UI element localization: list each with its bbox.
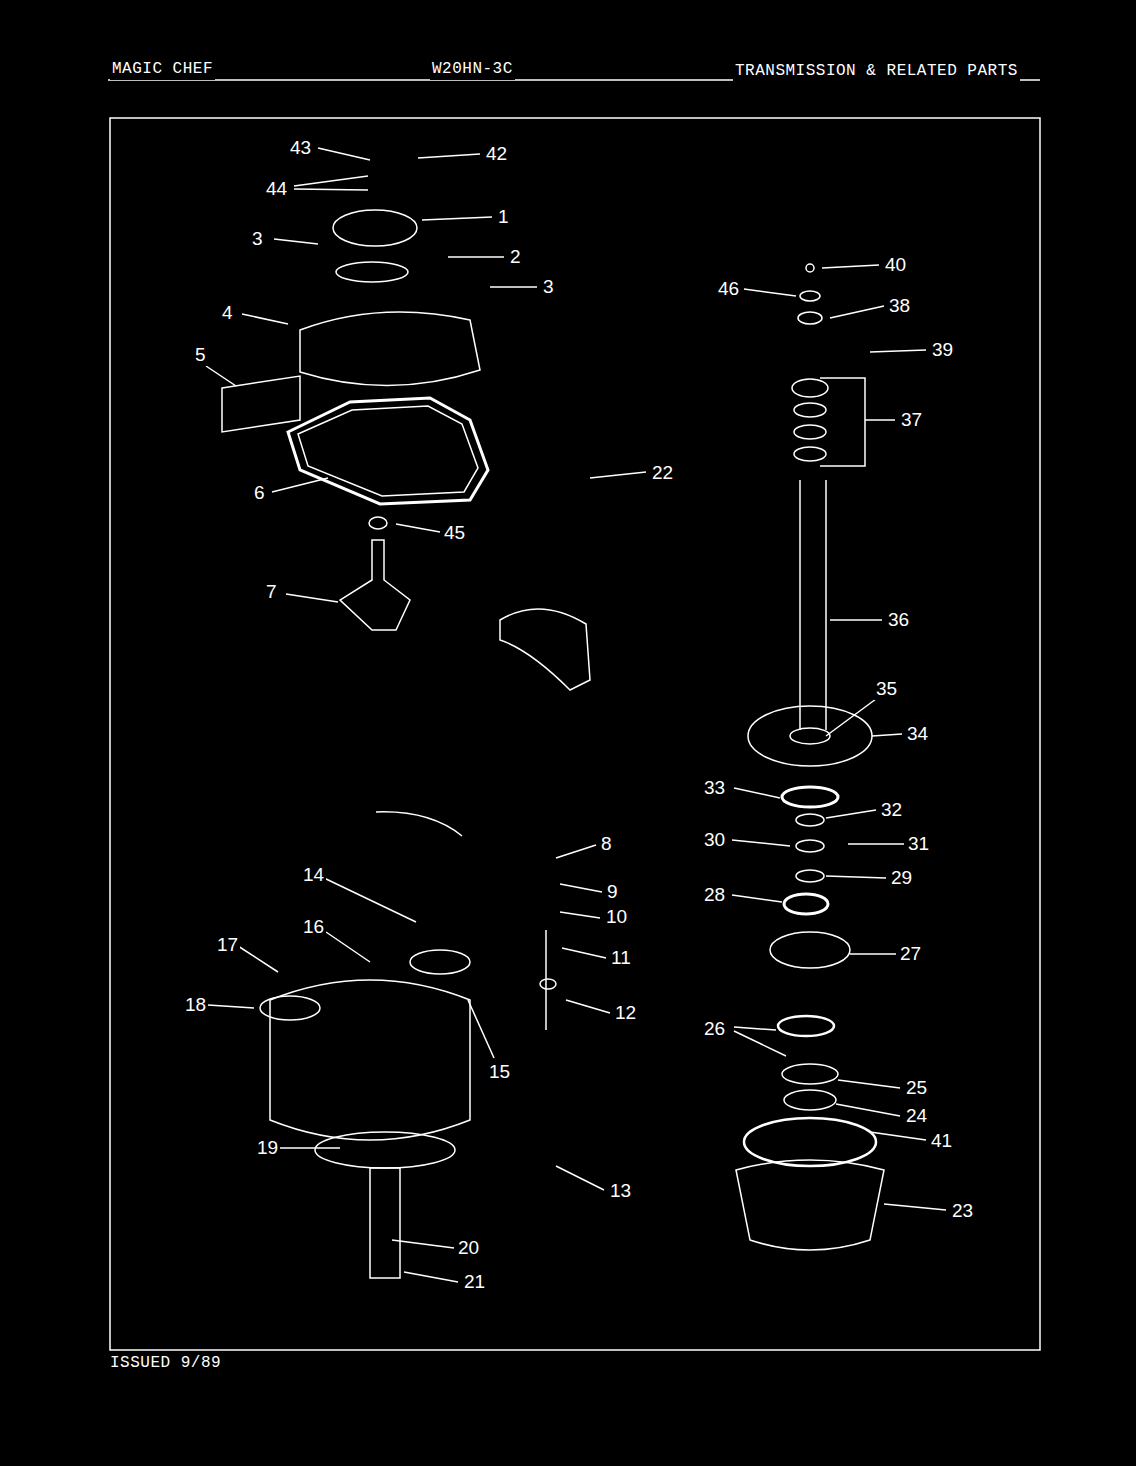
callout-number: 22 [650,462,675,484]
callout-number: 15 [487,1061,512,1083]
callout-number: 25 [904,1077,929,1099]
callout-number: 27 [898,943,923,965]
callout-number: 41 [929,1130,954,1152]
page-title: TRANSMISSION & RELATED PARTS [733,60,1020,82]
callout-number: 19 [255,1137,280,1159]
callout-number: 2 [508,246,523,268]
part-drawings [222,210,884,1278]
callout-number: 12 [613,1002,638,1024]
callout-number: 34 [905,723,930,745]
callout-number: 42 [484,143,509,165]
callout-number: 26 [702,1018,727,1040]
callout-number: 39 [930,339,955,361]
callout-number: 8 [599,833,614,855]
callout-number: 31 [906,833,931,855]
callout-number: 1 [496,206,511,228]
callout-number: 18 [183,994,208,1016]
callout-number: 45 [442,522,467,544]
callout-number: 6 [252,482,267,504]
header-text: ISSUED 9/89 [108,1352,223,1374]
callout-number: 3 [541,276,556,298]
callout-number: 44 [264,178,289,200]
callout-number: 16 [301,916,326,938]
callout-number: 4 [220,302,235,324]
callout-number: 13 [608,1180,633,1202]
callout-number: 38 [887,295,912,317]
callout-number: 7 [264,581,279,603]
callout-number: 10 [604,906,629,928]
callout-number: 37 [899,409,924,431]
callout-number: 3 [250,228,265,250]
callout-number: 32 [879,799,904,821]
callout-number: 21 [462,1271,487,1293]
callout-number: 29 [889,867,914,889]
callout-number: 46 [716,278,741,300]
callout-number: 17 [215,934,240,956]
callout-number: 36 [886,609,911,631]
callout-number: 5 [193,344,208,366]
callout-number: 43 [288,137,313,159]
callout-number: 35 [874,678,899,700]
header-text: W20HN-3C [430,58,515,80]
frame [110,118,1040,1350]
callout-number: 23 [950,1200,975,1222]
callout-number: 30 [702,829,727,851]
callout-number: 20 [456,1237,481,1259]
callout-number: 11 [609,947,633,969]
callout-number: 24 [904,1105,929,1127]
callout-number: 33 [702,777,727,799]
leader-lines [206,148,946,1282]
header-text: MAGIC CHEF [110,58,215,80]
callout-number: 9 [605,881,620,903]
callout-number: 14 [301,864,326,886]
callout-number: 28 [702,884,727,906]
callout-number: 40 [883,254,908,276]
